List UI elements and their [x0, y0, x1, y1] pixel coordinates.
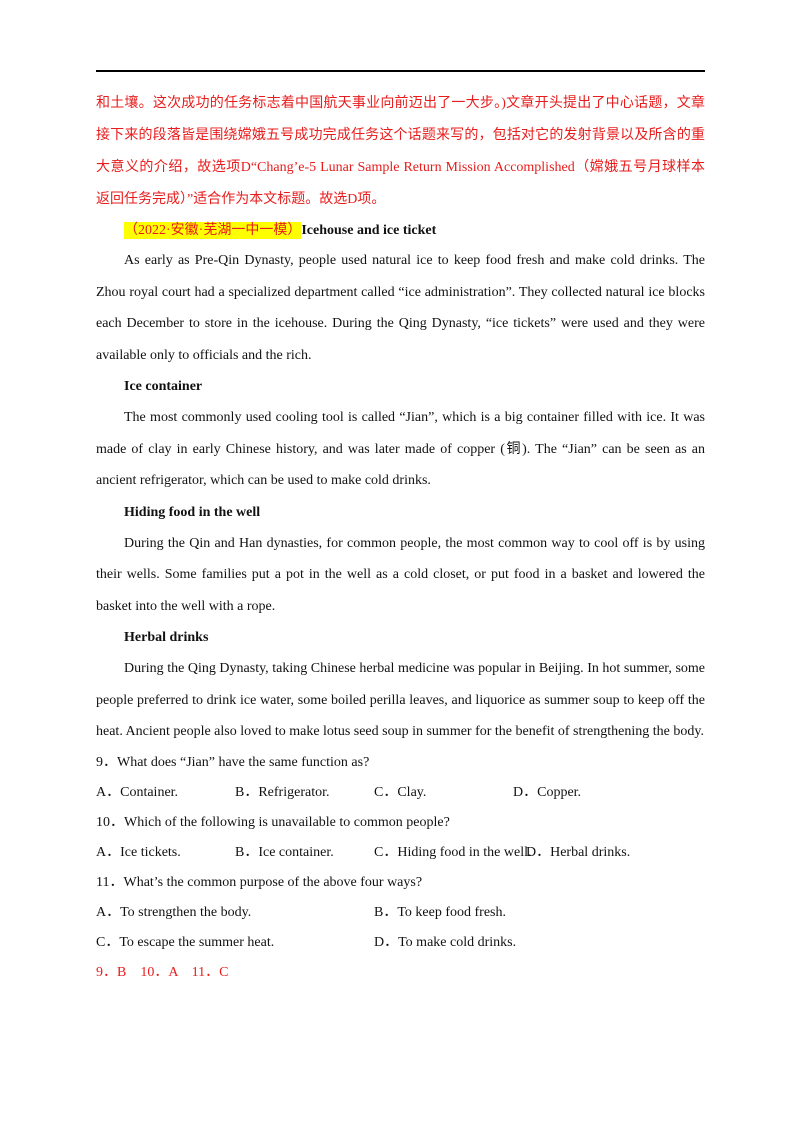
article-title: Icehouse and ice ticket — [301, 223, 437, 238]
heading-ice-container: Ice container — [124, 379, 203, 394]
paragraph-3: During the Qin and Han dynasties, for co… — [96, 535, 705, 614]
question-10-stem: 10．Which of the following is unavailable… — [96, 814, 450, 830]
option-9d: D．Copper. — [513, 784, 582, 800]
option-9a: A．Container. — [96, 784, 179, 800]
paragraph-4: During the Qing Dynasty, taking Chinese … — [96, 661, 705, 739]
option-9c: C．Clay. — [374, 784, 427, 800]
heading-herbal-drinks: Herbal drinks — [124, 630, 209, 645]
option-11a: A．To strengthen the body. — [96, 904, 252, 920]
option-11d: D．To make cold drinks. — [374, 934, 517, 950]
question-11-stem: 11．What’s the common purpose of the abov… — [96, 874, 423, 890]
question-11-options-row1: A．To strengthen the body. B．To keep food… — [96, 898, 705, 928]
paragraph-1: As early as Pre-Qin Dynasty, people used… — [96, 253, 705, 363]
header-rule — [96, 70, 705, 72]
question-11-options-row2: C．To escape the summer heat. D．To make c… — [96, 928, 705, 958]
question-10-options: A．Ice tickets. B．Ice container. C．Hiding… — [96, 838, 705, 868]
option-10c: C．Hiding food in the well. — [374, 844, 532, 860]
option-10d: D．Herbal drinks. — [526, 844, 631, 860]
answer-key: 9．B 10．A 11．C — [96, 964, 229, 980]
option-11b: B．To keep food fresh. — [374, 904, 506, 920]
option-11c: C．To escape the summer heat. — [96, 934, 275, 950]
question-9-options: A．Container. B．Refrigerator. C．Clay. D．C… — [96, 778, 705, 808]
paragraph-2: The most commonly used cooling tool is c… — [96, 410, 705, 488]
page-content: 和土壤。这次成功的任务标志着中国航天事业向前迈出了一大步。)文章开头提出了中心话… — [96, 88, 705, 988]
option-9b: B．Refrigerator. — [235, 784, 330, 800]
article-title-line: （2022·安徽·芜湖一中一模）Icehouse and ice ticket — [96, 216, 705, 245]
option-10a: A．Ice tickets. — [96, 844, 181, 860]
answer-explanation: 和土壤。这次成功的任务标志着中国航天事业向前迈出了一大步。)文章开头提出了中心话… — [96, 96, 705, 207]
question-9-stem: 9．What does “Jian” have the same functio… — [96, 754, 370, 770]
heading-hiding-food: Hiding food in the well — [124, 504, 261, 520]
option-10b: B．Ice container. — [235, 844, 334, 860]
source-tag: （2022·安徽·芜湖一中一模） — [124, 222, 302, 239]
